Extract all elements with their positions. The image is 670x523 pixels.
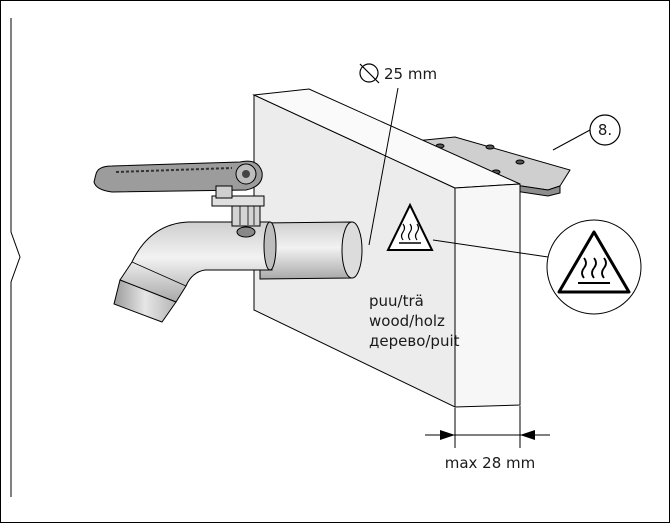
tap-lever-handle — [93, 160, 263, 199]
diameter-leader-line — [368, 87, 399, 246]
small-hot-surface-icon — [386, 202, 434, 251]
wall-edge-line — [10, 18, 21, 497]
max-thickness-label: max 28 mm — [445, 454, 536, 472]
pipe — [259, 221, 363, 280]
tap-spout — [113, 221, 277, 323]
material-label-2: wood/holz — [369, 312, 445, 330]
diameter-icon — [359, 63, 379, 83]
hot-surface-warning-icon — [546, 219, 642, 315]
callout-number: 8. — [598, 121, 612, 139]
thickness-dimension: max 28 mm — [425, 406, 550, 472]
tap-valve — [211, 195, 265, 238]
warning-leader-line — [432, 239, 549, 258]
material-label-3: дерево/puit — [369, 332, 460, 350]
diameter-annotation: 25 mm — [359, 63, 437, 246]
callout-8: 8. — [552, 114, 621, 151]
material-label-1: puu/trä — [369, 292, 424, 310]
diameter-label: 25 mm — [384, 65, 437, 83]
